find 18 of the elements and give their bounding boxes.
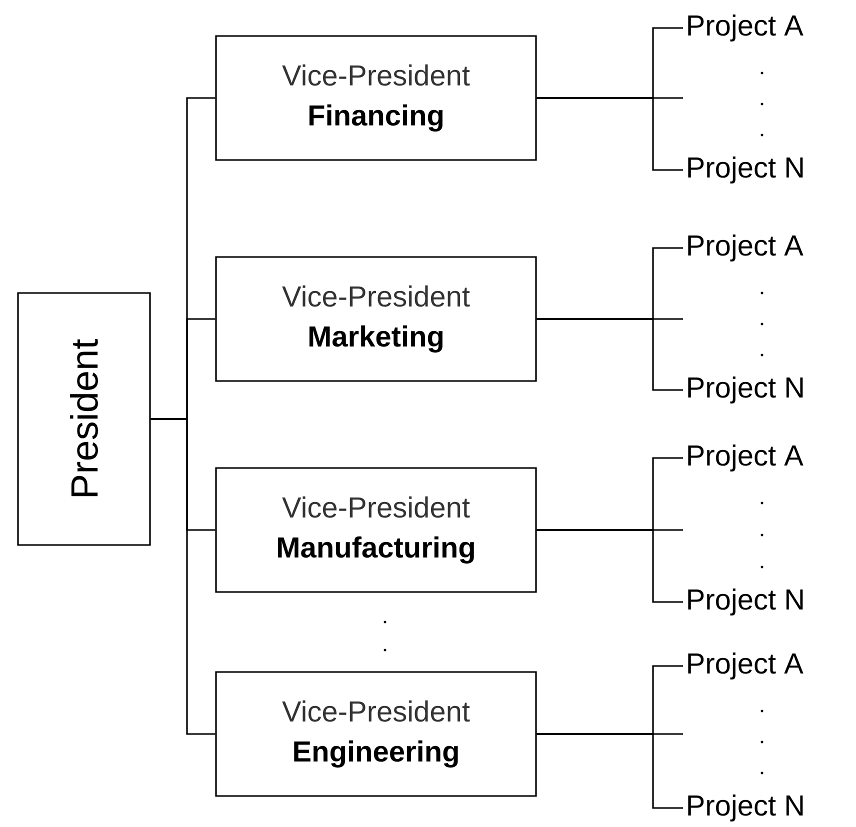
project-label: Project A (688, 652, 804, 680)
project-label: Project A (688, 444, 804, 472)
project-label: Project A (688, 14, 804, 42)
project-label: Project N (688, 794, 803, 822)
connector-line (536, 529, 683, 603)
project-label: Project A (688, 234, 804, 262)
connector-line (536, 97, 683, 171)
project-label: Project N (688, 156, 803, 184)
role-box: Vice-President Engineering (215, 671, 537, 797)
role-box: Vice-President Manufacturing (215, 467, 537, 593)
project-label: Project N (688, 588, 803, 616)
connector-line (536, 733, 683, 809)
role-box: Vice-President Financing (215, 35, 537, 161)
project-label: Project N (688, 376, 803, 404)
connector-line (150, 418, 216, 735)
role-box: Vice-President Marketing (215, 256, 537, 382)
president-box: President (17, 292, 151, 546)
connector-line (536, 318, 683, 391)
